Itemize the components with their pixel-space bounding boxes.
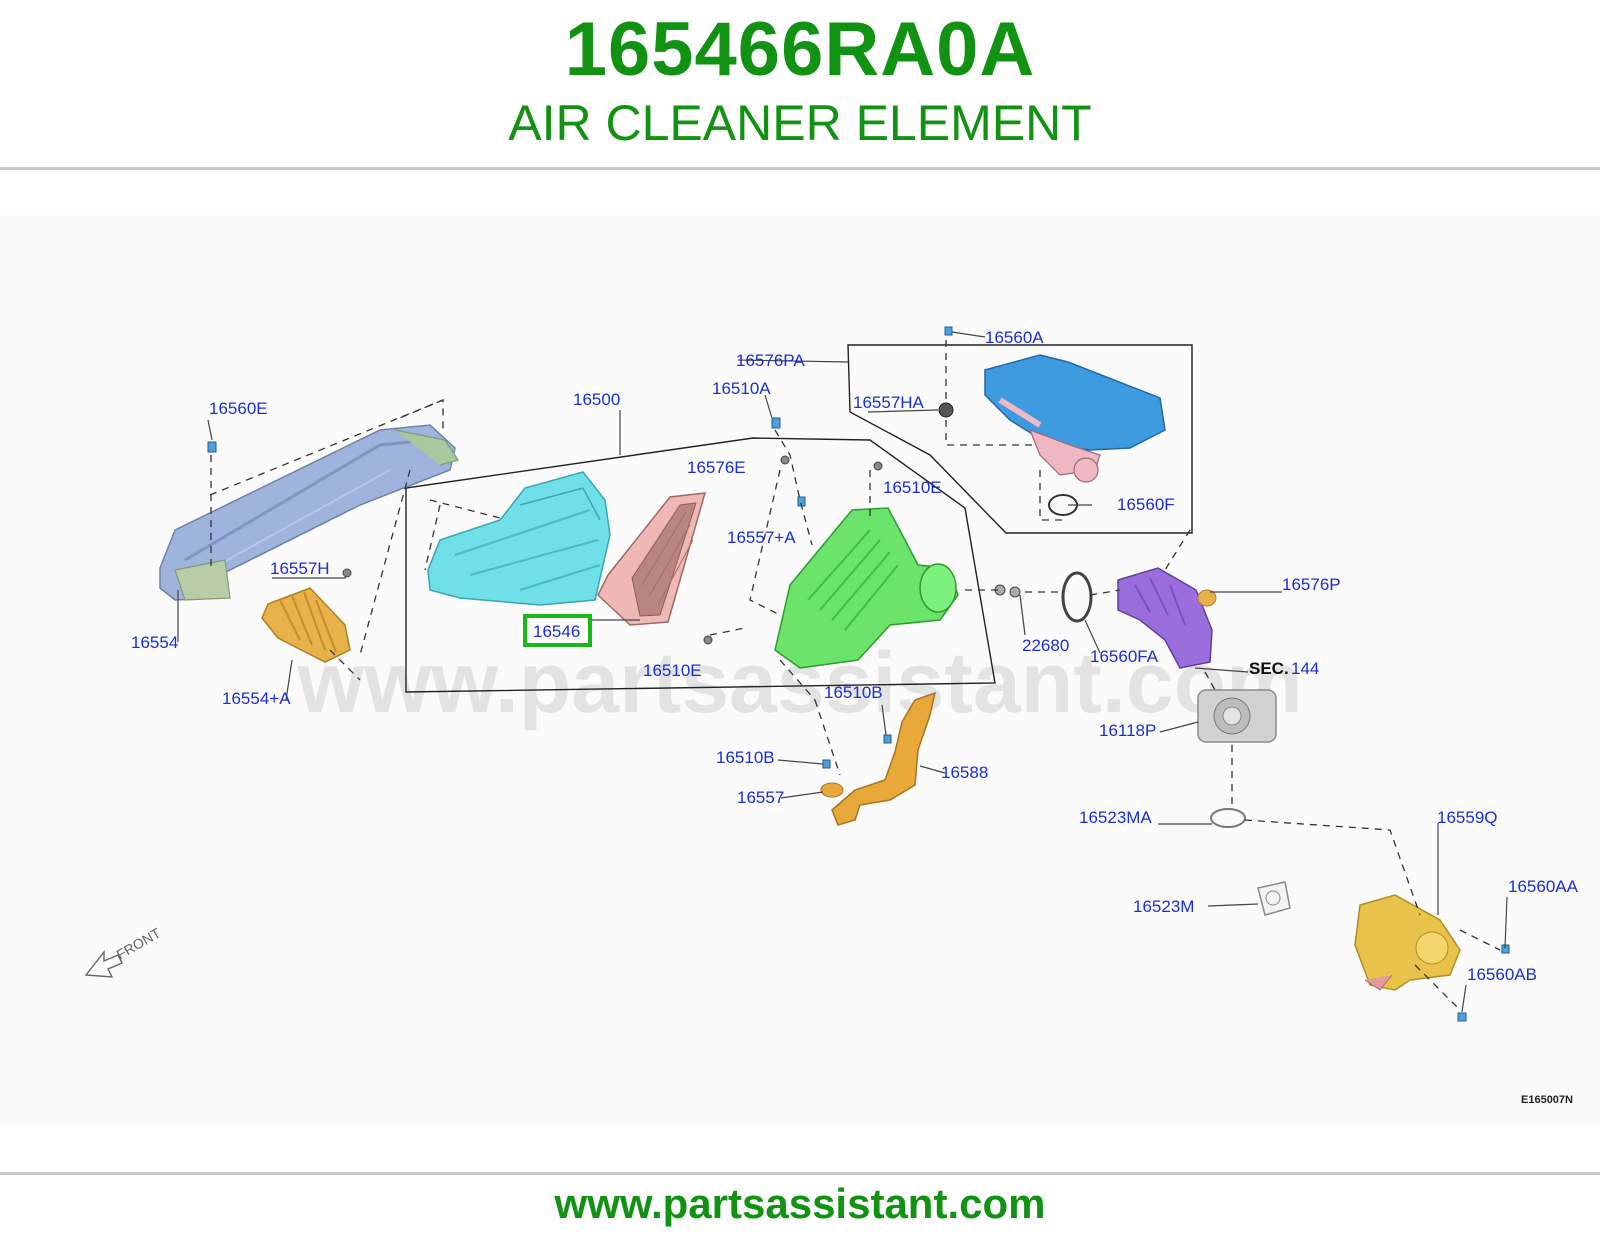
front-arrow-icon [84,949,123,978]
gasket-m-part [1257,881,1291,916]
callout-16560F: 16560F [1117,495,1175,514]
hose-clamp-fa-part [1061,571,1093,623]
callout-16560FA: 16560FA [1090,647,1159,666]
front-label: FRONT [114,924,164,962]
callout-16576PA: 16576PA [736,351,805,370]
intake-hose-part [1117,567,1217,669]
callout-16559Q: 16559Q [1437,808,1498,827]
callout-16557: 16557 [737,788,784,807]
callout-16557H: 16557H [270,559,330,578]
exploded-parts-diagram: www.partsassistant.com [0,215,1600,1125]
header-divider [0,167,1600,170]
air-cleaner-upper-case-part [774,507,959,669]
callout-16560AA: 16560AA [1508,877,1579,896]
intake-bellows-part [261,587,351,663]
front-direction-indicator: FRONT [84,924,164,978]
callout-22680: 22680 [1022,636,1069,655]
air-filter-element-part [597,492,707,626]
callout-leader-lines [177,331,1508,1013]
callout-16510E-upper: 16510E [883,478,942,497]
callout-16510E-lower: 16510E [643,661,702,680]
callout-16118P: 16118P [1099,721,1156,740]
gasket-ma-part [1210,808,1246,828]
callout-16557HA: 16557HA [853,393,925,412]
callout-16576P: 16576P [1282,575,1341,594]
callout-16554-A: 16554+A [222,689,291,708]
resonator-part [984,354,1166,483]
section-ref-prefix: SEC. [1249,659,1289,678]
throttle-chamber-part [1354,894,1461,991]
callout-16523MA: 16523MA [1079,808,1152,827]
part-number-title: 165466RA0A [564,7,1036,92]
callout-16576E: 16576E [687,458,746,477]
footer-divider [0,1172,1600,1175]
callout-16560AB: 16560AB [1467,965,1537,984]
callout-16510B-lower: 16510B [716,748,775,767]
air-duct-bracket-part [820,691,937,826]
fastener-parts [207,326,1510,1022]
callout-16510A: 16510A [712,379,771,398]
upper-duct-group-frame [847,344,1193,534]
callout-16588: 16588 [941,763,988,782]
callout-16510B-upper: 16510B [824,683,883,702]
assembly-guide-lines [209,340,1501,1011]
air-cleaner-group-frame [405,437,996,693]
callout-16500: 16500 [573,390,620,409]
diagram-canvas: www.partsassistant.com [84,326,1579,1106]
highlight-box [523,614,592,647]
part-name-subtitle: AIR CLEANER ELEMENT [508,95,1092,151]
drawing-code: E165007N [1521,1094,1573,1106]
callout-16546-highlighted[interactable]: 16546 [533,622,580,641]
throttle-body-part [1197,689,1277,743]
section-ref-number: 144 [1291,659,1319,678]
air-cleaner-lower-case-part [427,471,611,606]
page-header: 165466RA0A AIR CLEANER ELEMENT [0,0,1600,168]
callout-16523M: 16523M [1133,897,1194,916]
callout-16554: 16554 [131,633,178,652]
footer-website-link[interactable]: www.partsassistant.com [554,1180,1046,1227]
air-intake-duct-part [159,424,459,601]
callout-16557-A: 16557+A [727,528,796,547]
callout-16560E: 16560E [209,399,268,418]
callout-16560A: 16560A [985,328,1044,347]
